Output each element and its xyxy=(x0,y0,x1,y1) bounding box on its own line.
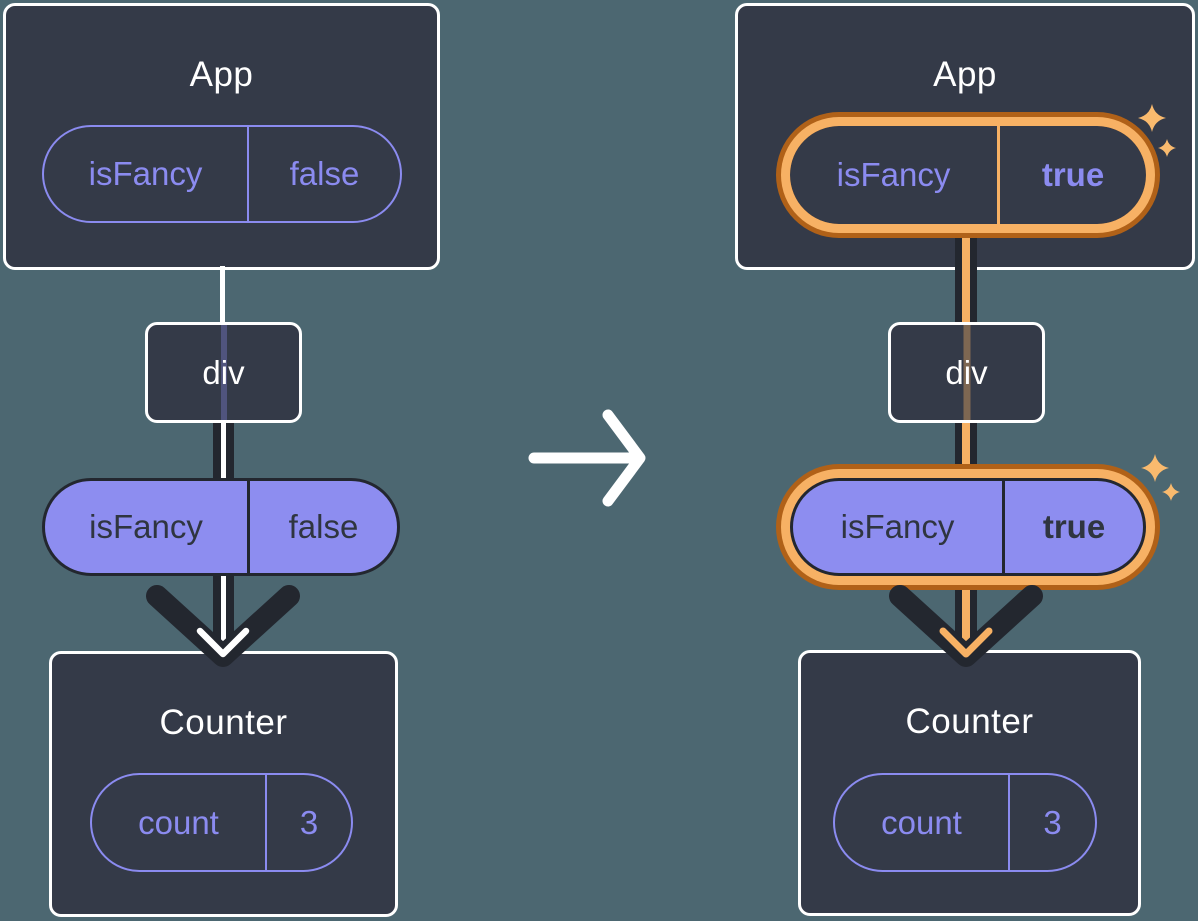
transition-arrow-icon xyxy=(528,409,646,507)
app-to-div-stem xyxy=(955,234,977,323)
div-to-pill-stem xyxy=(955,420,977,467)
state-value-cell: false xyxy=(247,127,400,221)
stem-core-line xyxy=(962,234,970,323)
div-label: div xyxy=(202,353,245,391)
counter-state-pill: count 3 xyxy=(90,773,353,872)
sparkle-icon xyxy=(1138,104,1176,157)
app-state-pill: isFancy false xyxy=(42,125,402,223)
prop-passthrough-line xyxy=(963,325,970,420)
state-value-cell: 3 xyxy=(1008,775,1095,870)
state-name-cell: count xyxy=(138,803,219,841)
state-value-cell: true xyxy=(997,126,1146,224)
counter-title: Counter xyxy=(905,702,1034,741)
div-to-pill-stem xyxy=(213,420,234,479)
state-name-cell: count xyxy=(881,803,962,841)
app-title: App xyxy=(189,55,254,94)
pill-to-counter-stem xyxy=(955,574,977,650)
prop-name-cell: isFancy xyxy=(840,508,955,545)
prop-name-cell: isFancy xyxy=(89,508,203,545)
app-state-pill-highlighted: isFancy true xyxy=(790,126,1146,224)
stem-core-line xyxy=(221,574,226,648)
app-title: App xyxy=(933,55,997,94)
prop-value-cell: true xyxy=(1002,481,1143,573)
stem-core-line xyxy=(962,420,970,467)
div-node-card: div xyxy=(145,322,302,423)
pill-to-counter-stem xyxy=(213,574,234,648)
sparkle-icon xyxy=(1141,454,1180,501)
prop-passthrough-line xyxy=(220,325,227,420)
counter-title: Counter xyxy=(159,703,288,742)
div-node-card: div xyxy=(888,322,1045,423)
passed-prop-pill-highlighted: isFancy true xyxy=(790,478,1146,576)
state-name-cell: isFancy xyxy=(88,155,203,192)
flow-arrowhead-white-icon xyxy=(196,627,250,658)
div-label: div xyxy=(945,353,988,391)
counter-state-pill: count 3 xyxy=(833,773,1097,872)
passed-prop-pill: isFancy false xyxy=(42,478,400,576)
state-name-cell: isFancy xyxy=(836,156,951,193)
app-component-card: App xyxy=(735,3,1195,270)
state-value-cell: 3 xyxy=(265,775,351,870)
flow-arrowhead-orange-icon xyxy=(939,627,993,658)
stem-core-line xyxy=(221,420,226,479)
app-to-div-connector xyxy=(220,266,225,324)
prop-value-cell: false xyxy=(247,481,397,573)
stem-core-line xyxy=(962,574,970,650)
